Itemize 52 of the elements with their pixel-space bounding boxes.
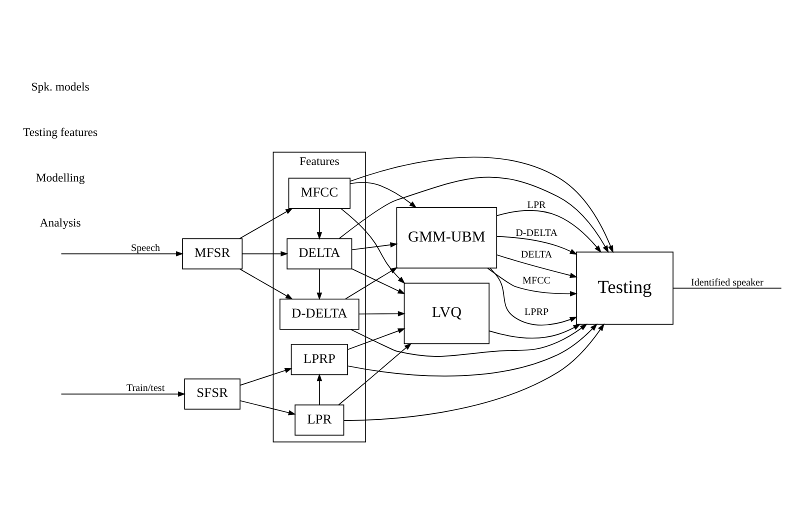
arrow [496,254,578,278]
label: Analysis [40,216,81,230]
edge-label: Train/test [126,382,165,394]
arrow [240,400,296,415]
arrow [344,266,398,299]
arrow [316,268,322,300]
arrow [316,373,322,405]
arrow [352,242,398,250]
arrow [487,267,578,296]
node-box: LVQ [404,282,490,344]
node-box: DELTA [286,238,352,269]
arrow [488,323,581,338]
edge-label: Identified speaker [691,276,764,288]
label: Modelling [36,170,85,184]
arrow [316,208,322,240]
arrow [239,207,294,238]
label: Spk. models [31,80,90,94]
arrow [496,236,578,254]
edge-label: LPR [527,200,546,211]
arrow [338,342,412,405]
edge-label: LPRP [524,306,549,318]
node-box: Testing [576,251,674,324]
arrow [350,156,614,253]
arrow [350,182,417,208]
connector [672,287,782,288]
arrow [338,176,609,253]
arrow [343,322,604,420]
edge-label: D-DELTA [516,227,558,238]
arrow [350,323,588,356]
node-box: GMM-UBM [396,206,498,268]
arrow [352,268,406,294]
node-box: MFCC [288,177,350,208]
node-box: LPRP [290,344,348,375]
edge-label: Speech [131,242,160,254]
node-box: MFSR [182,238,243,269]
arrow [60,250,184,256]
arrow [496,210,602,252]
arrow [240,368,292,386]
arrow [347,328,406,350]
edge-label: DELTA [520,249,552,260]
node-box: D-DELTA [280,298,360,330]
label: Testing features [23,125,98,138]
node-box: SFSR [184,378,240,410]
arrow [60,390,186,396]
arrow [358,310,406,316]
arrow [490,267,578,325]
node-box: LPR [294,404,344,436]
arrow [242,250,288,256]
arrow [239,268,294,300]
edge-label: MFCC [522,275,551,286]
arrow [348,322,598,376]
arrow [340,208,406,284]
